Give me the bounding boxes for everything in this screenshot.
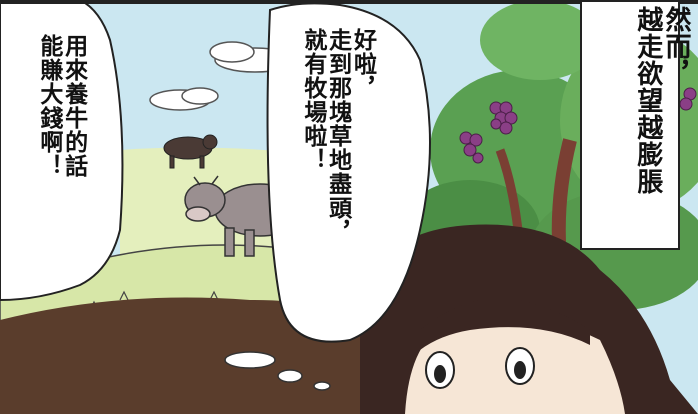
- caption-line: 然而，: [661, 6, 691, 87]
- caption-text: 然而， 越走欲望越膨脹: [632, 6, 691, 195]
- grape-cluster: [459, 87, 697, 164]
- thought-bubble-tail: [224, 351, 331, 391]
- speech-line: 就有牧場啦！: [299, 28, 326, 172]
- thought-text: 用來養牛的話 能賺大錢啊！: [35, 34, 87, 274]
- caption-line: 越走欲望越膨脹: [632, 6, 663, 195]
- thought-bubble: [0, 0, 124, 302]
- distant-cow: [163, 134, 218, 169]
- character-head: [360, 224, 698, 414]
- speech-line: 好啦，: [349, 28, 376, 100]
- thought-line: 能賺大錢啊！: [35, 34, 62, 178]
- narration-caption: [580, 0, 680, 250]
- thought-line: 用來養牛的話: [60, 34, 87, 178]
- speech-text: 好啦， 走到那塊草地盡頭， 就有牧場啦！: [299, 28, 376, 368]
- speech-line: 走到那塊草地盡頭，: [324, 28, 351, 244]
- speech-bubble: [266, 2, 431, 343]
